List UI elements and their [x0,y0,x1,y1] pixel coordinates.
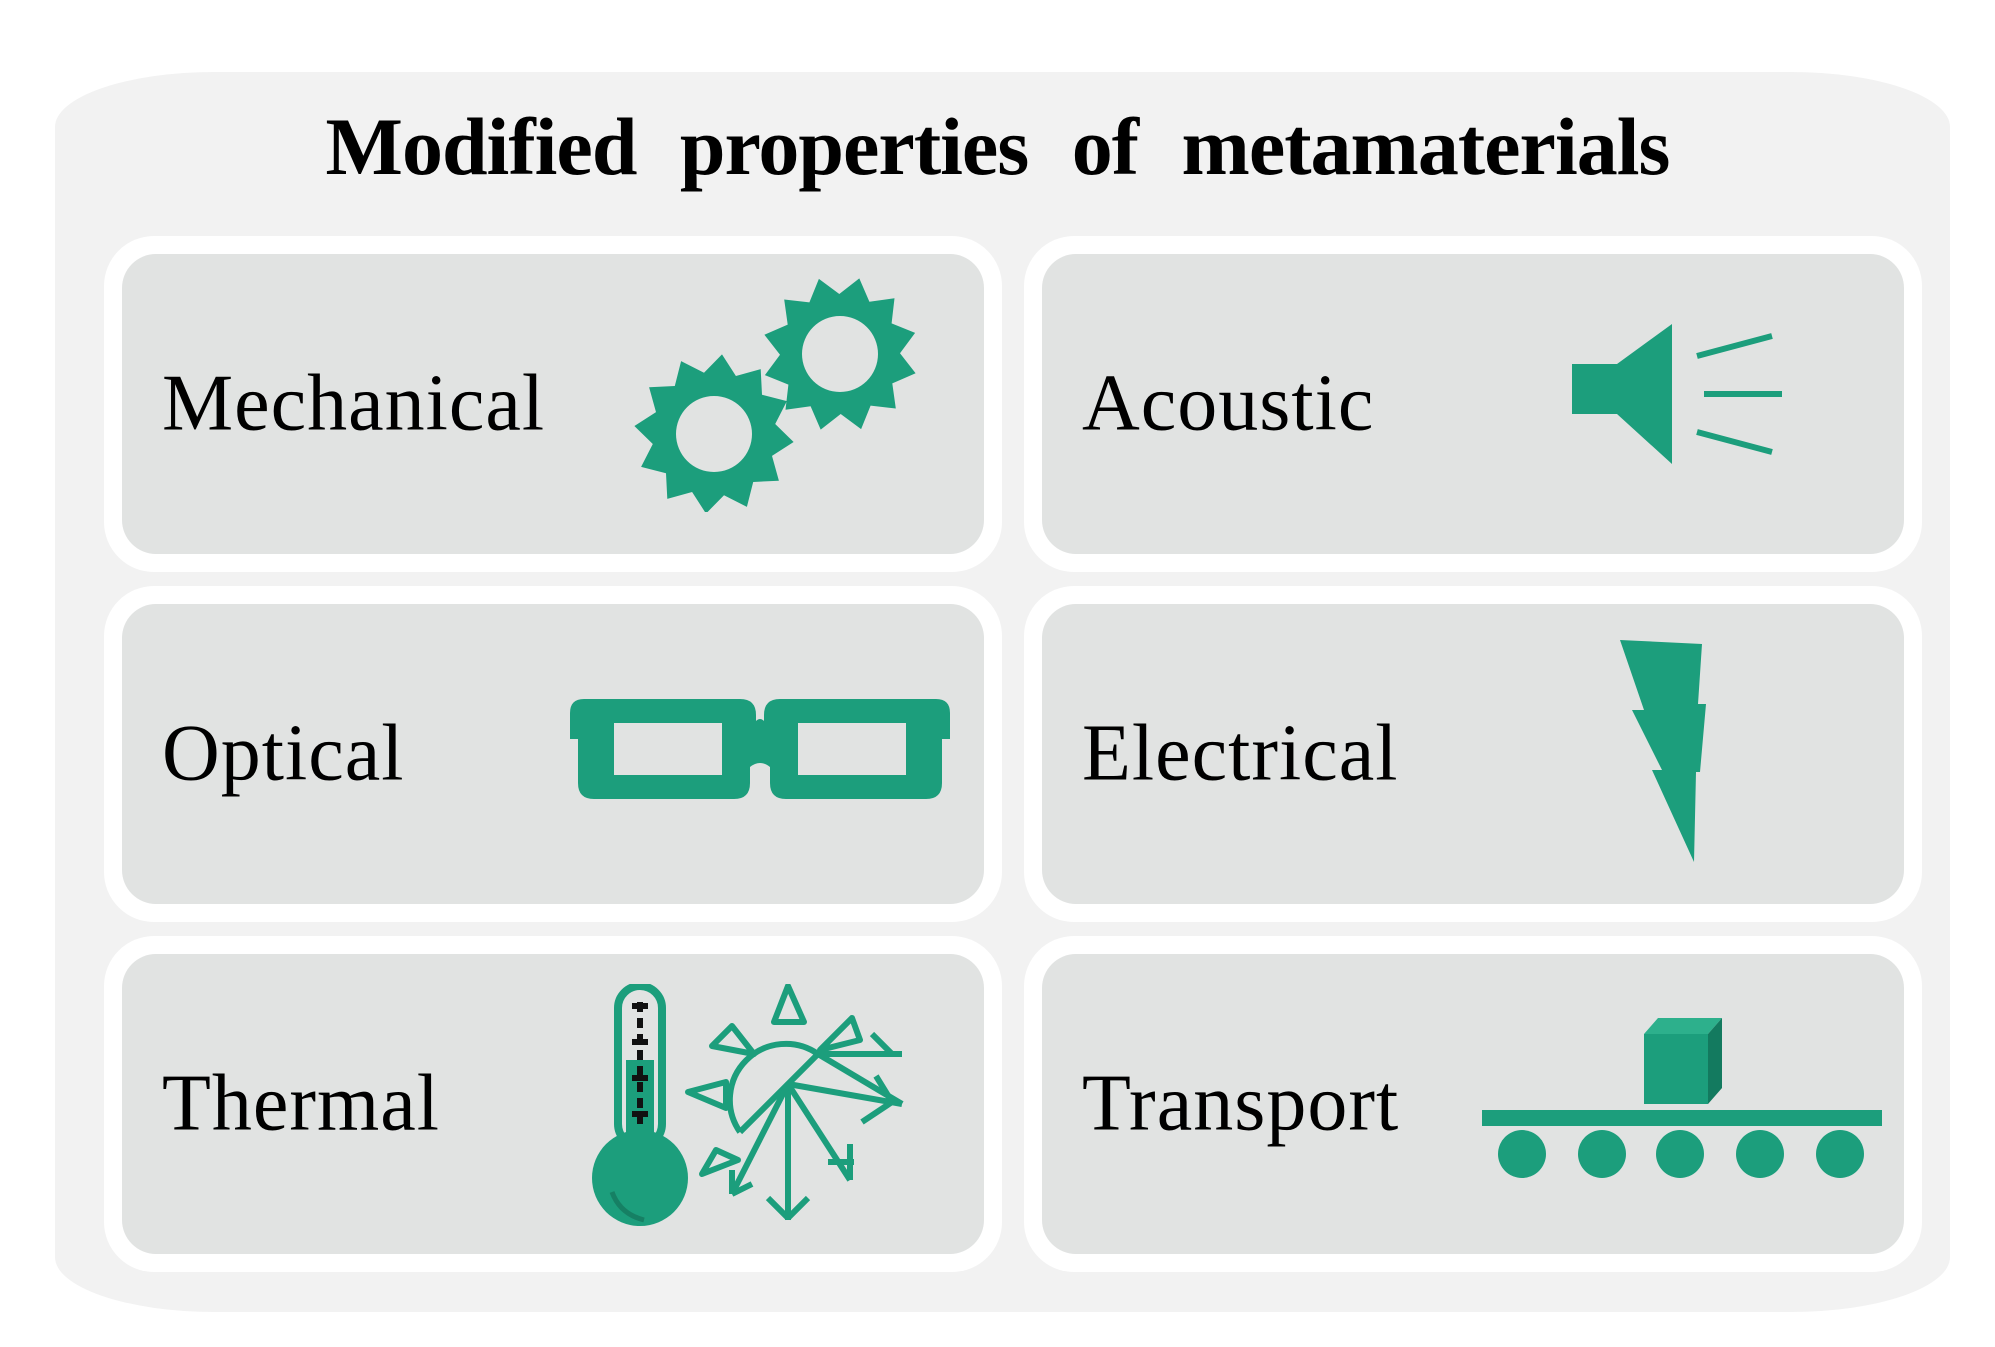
card-label: Optical [162,709,405,798]
conveyor-belt-icon [1482,1018,1882,1178]
thermometer-sun-snowflake-icon [592,984,904,1226]
card-label: Transport [1082,1059,1400,1148]
gear-small-icon [764,278,916,430]
card-label: Acoustic [1082,359,1375,448]
card-label: Electrical [1082,709,1399,798]
card-optical: Optical [104,586,1002,922]
thermometer-icon [592,984,688,1226]
card-transport: Transport [1024,936,1922,1272]
lightning-icon [1620,640,1706,862]
speaker-icon [1572,324,1782,464]
glasses-icon [570,699,950,799]
card-electrical: Electrical [1024,586,1922,922]
gear-large-icon [634,354,794,512]
gears-icon [634,278,916,512]
card-label: Thermal [162,1059,440,1148]
diagram-title: Modified properties of metamaterials [325,101,1671,192]
card-label: Mechanical [162,359,546,448]
box-icon [1644,1018,1722,1104]
card-thermal: Thermal [104,936,1002,1272]
sun-snowflake-icon [685,984,904,1221]
card-mechanical: Mechanical [104,236,1002,572]
card-acoustic: Acoustic [1024,236,1922,572]
